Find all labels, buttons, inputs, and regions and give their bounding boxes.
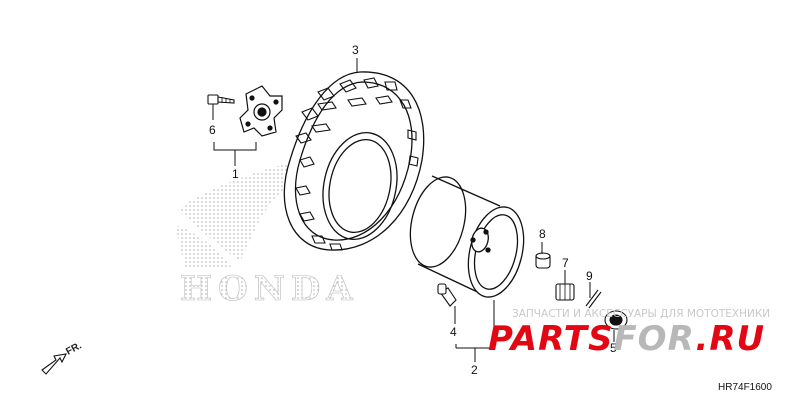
watermark-tagline: ЗАПЧАСТИ И АКСЕССУАРЫ ДЛЯ МОТОТЕХНИКИ (512, 308, 770, 320)
front-direction-label: FR. (64, 340, 84, 357)
wheel-rim-part-2 (409, 175, 525, 298)
bolt-part-6 (207, 94, 235, 105)
callout-8: 8 (539, 227, 546, 241)
leader-lines (212, 58, 615, 362)
callout-4: 4 (450, 325, 457, 339)
valve-stem-part-4 (437, 283, 457, 307)
callout-9: 9 (586, 269, 593, 283)
diagram-code: HR74F1600 (718, 382, 772, 393)
watermark-site-name: PARTSFOR.RU (488, 319, 765, 359)
callout-7: 7 (562, 256, 569, 270)
callout-2: 2 (471, 363, 478, 377)
hub-nut-part-5 (604, 310, 628, 330)
callout-5: 5 (610, 341, 617, 355)
castle-nut-part-7 (555, 283, 575, 301)
callout-6: 6 (209, 123, 216, 137)
hub-plate-part-1 (239, 85, 283, 137)
honda-logo-text: HONDA (180, 269, 359, 309)
cotter-pin-part-9 (585, 289, 602, 309)
front-direction-arrow: FR. (41, 340, 84, 375)
watermark-site-part3: .RU (695, 319, 765, 359)
cap-nut-part-8 (535, 252, 551, 269)
watermark: ЗАПЧАСТИ И АКСЕССУАРЫ ДЛЯ МОТОТЕХНИКИ PA… (488, 308, 770, 359)
callout-1: 1 (232, 167, 239, 181)
watermark-site-part1: PARTS (488, 319, 613, 359)
watermark-site-part2: FOR (613, 319, 695, 359)
callout-3: 3 (352, 43, 359, 57)
tire-part-3 (283, 71, 425, 251)
callouts: 3 6 1 8 7 9 4 5 2 (209, 43, 617, 377)
